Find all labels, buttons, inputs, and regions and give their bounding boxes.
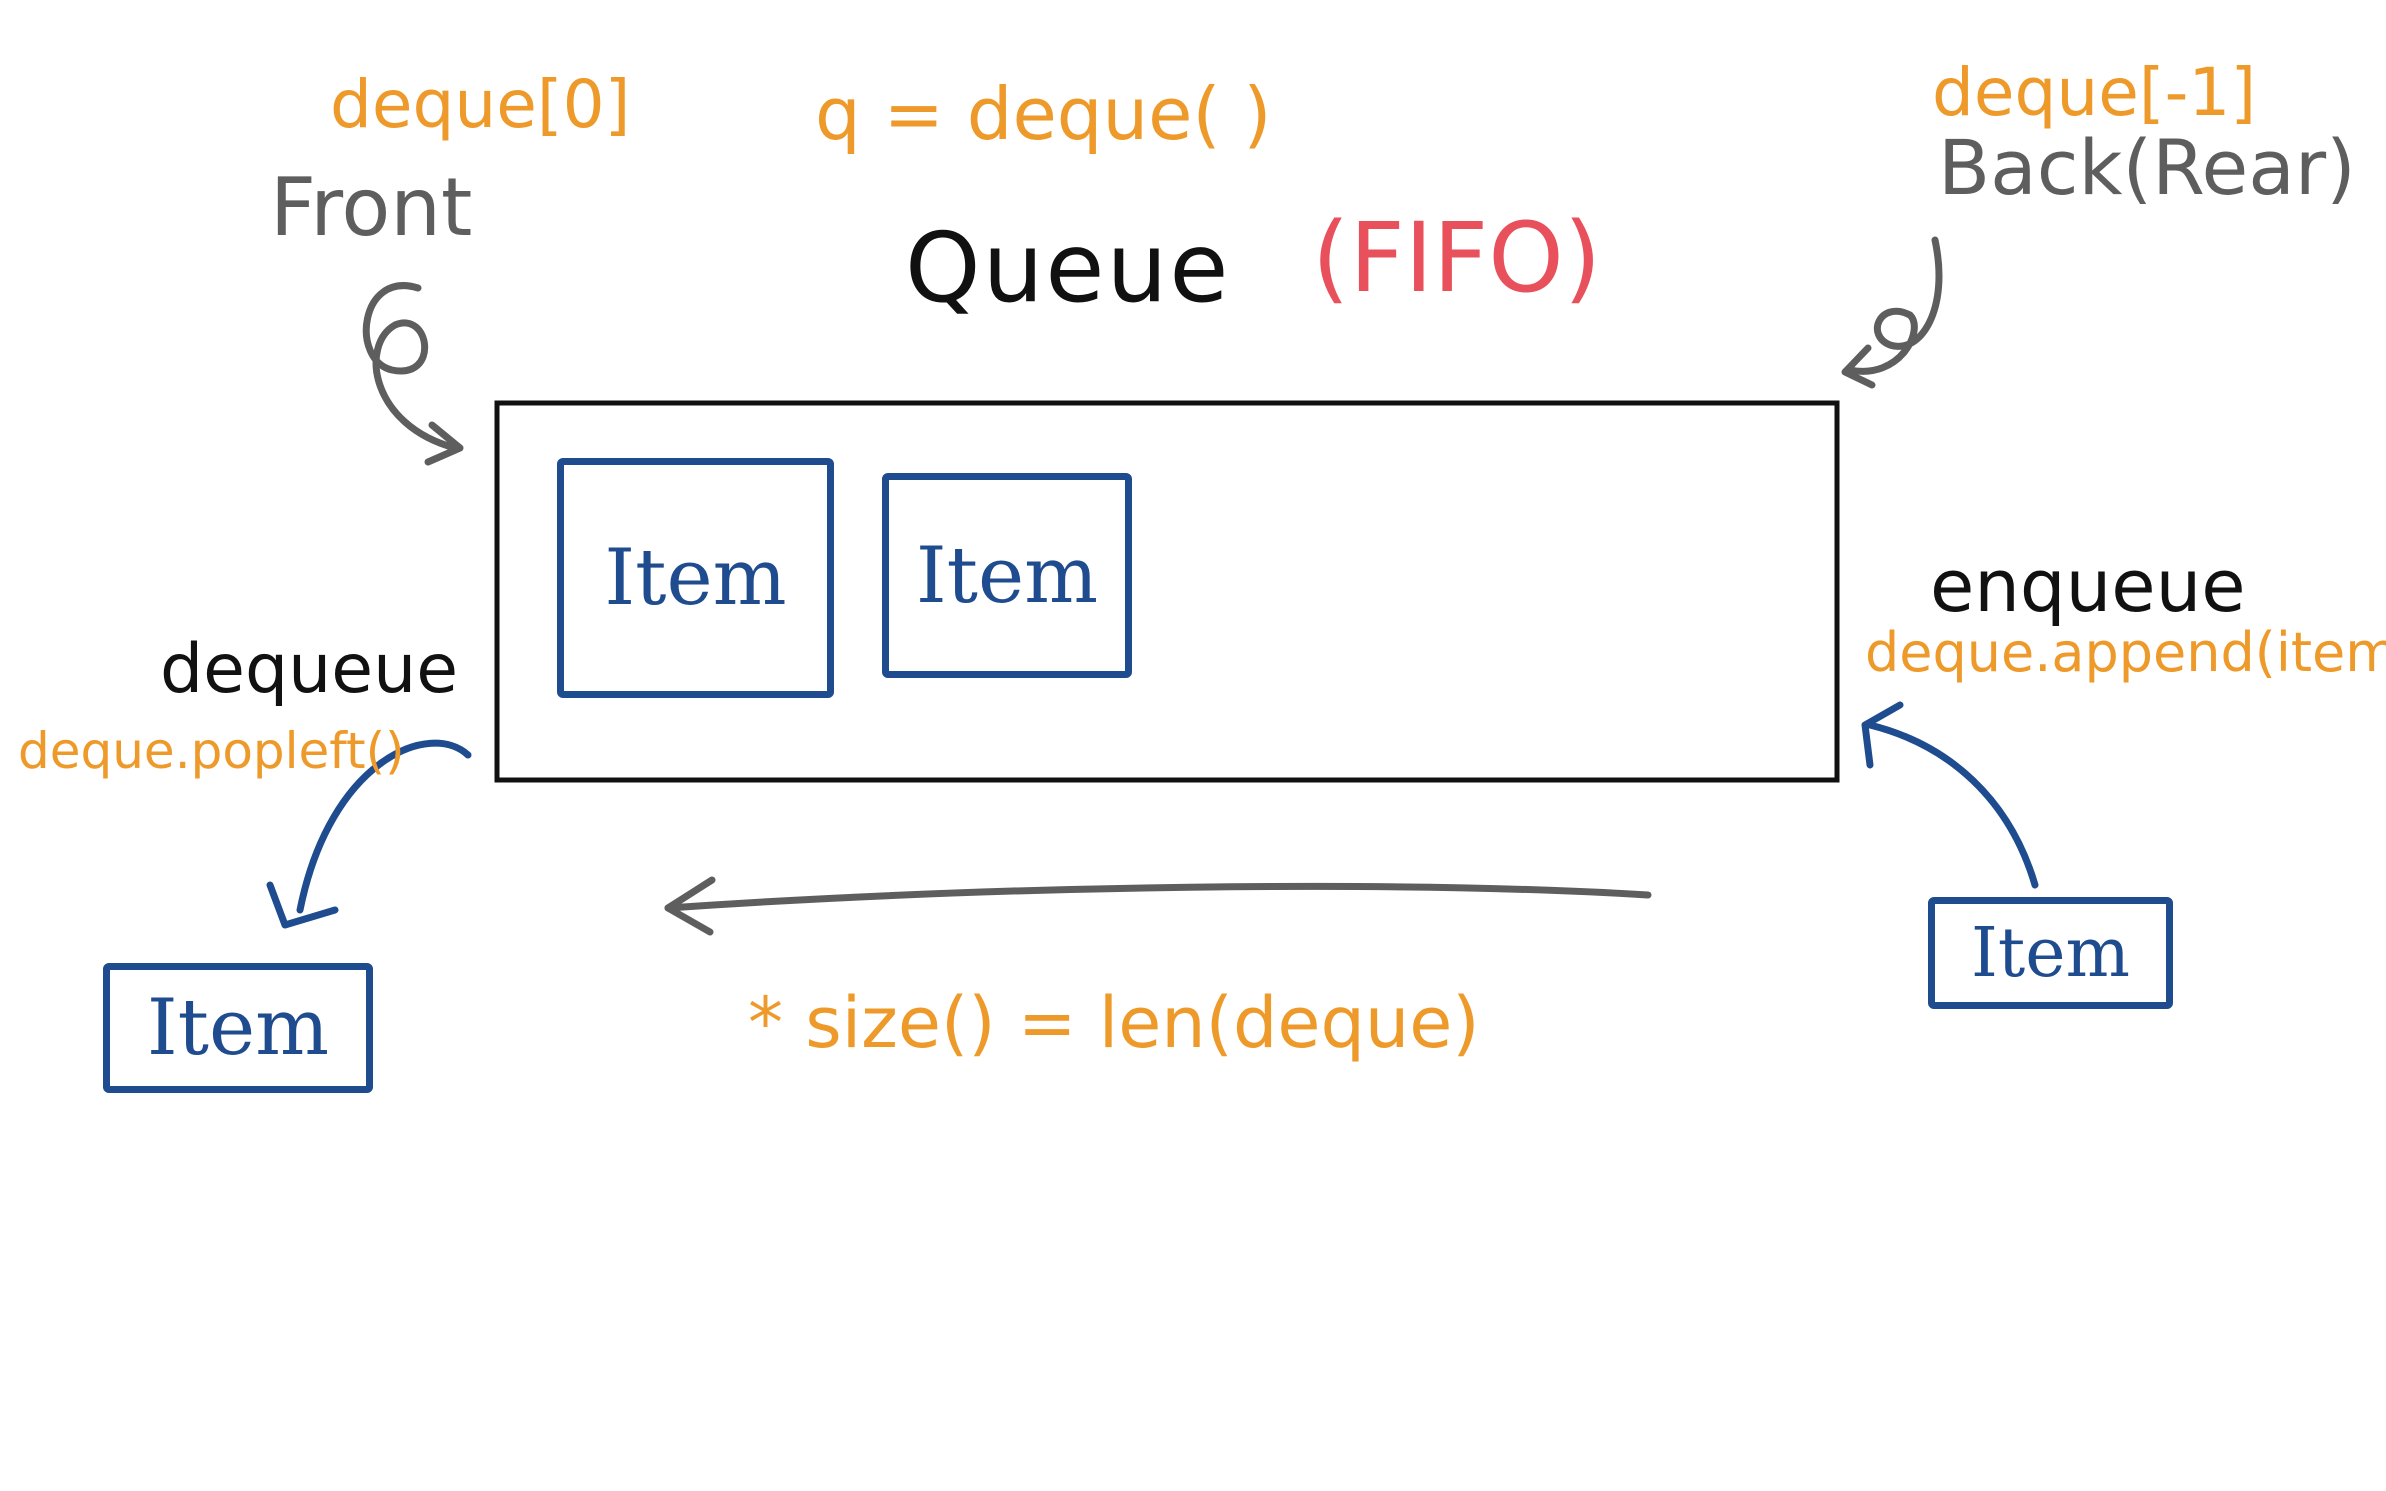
back-arrow [1846, 236, 1943, 375]
front-arrow-head [424, 421, 464, 466]
dequeued-item: Item [103, 963, 373, 1093]
enqueue-arrow-head [1861, 701, 1904, 769]
constructor-code: q = deque( ) [815, 72, 1272, 156]
incoming-item-label: Item [1971, 913, 2130, 993]
dequeue-code: deque.popleft() [18, 722, 405, 780]
flow-direction-arrow-head [664, 876, 716, 936]
queue-item-1-label: Item [604, 533, 787, 623]
back-label: Back(Rear) [1938, 123, 2356, 212]
dequeued-item-label: Item [146, 983, 330, 1073]
queue-item-2-label: Item [915, 530, 1099, 621]
queue-container [494, 400, 1840, 783]
queue-title-note: (FIFO) [1312, 202, 1602, 314]
front-arrow [362, 282, 459, 452]
flow-direction-arrow [664, 882, 1652, 912]
incoming-item: Item [1928, 897, 2173, 1009]
front-label: Front [270, 161, 473, 254]
enqueue-code: deque.append(item) [1865, 621, 2386, 684]
front-index-label: deque[0] [330, 66, 631, 143]
dequeue-arrow [296, 739, 472, 914]
back-index-label: deque[-1] [1932, 54, 2257, 131]
enqueue-label: enqueue [1930, 544, 2246, 628]
enqueue-arrow [1866, 721, 2039, 889]
queue-item-2: Item [882, 473, 1132, 678]
size-note: * size() = len(deque) [748, 982, 1480, 1064]
queue-item-1: Item [557, 458, 834, 698]
dequeue-arrow-head [266, 881, 339, 929]
back-arrow-head [1841, 344, 1876, 389]
dequeue-label: dequeue [160, 630, 459, 709]
queue-title: Queue [905, 212, 1231, 324]
